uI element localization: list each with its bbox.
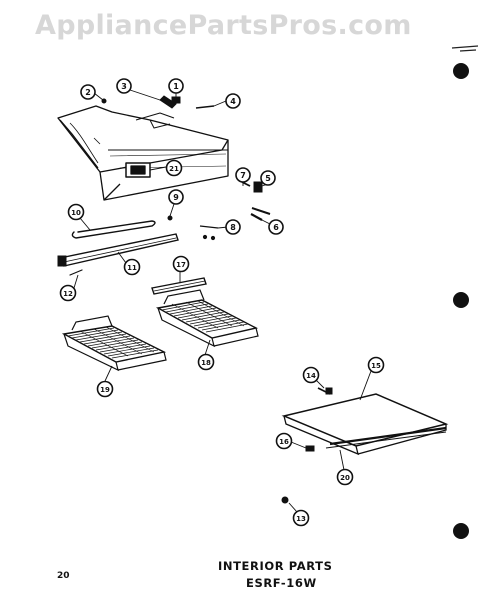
callout-6: 6 xyxy=(268,219,284,235)
callout-2: 2 xyxy=(80,84,96,100)
cover-assembly xyxy=(57,105,229,201)
svg-text:1: 1 xyxy=(173,82,179,91)
page-title: INTERIOR PARTS xyxy=(218,559,333,573)
leader-lines xyxy=(73,89,372,513)
callout-4: 4 xyxy=(225,93,241,109)
fasteners xyxy=(101,95,271,241)
binder-hole-middle xyxy=(453,292,469,308)
svg-text:13: 13 xyxy=(296,515,306,523)
callout-11: 11 xyxy=(123,258,141,276)
callout-15: 15 xyxy=(367,356,385,374)
shelf-19 xyxy=(61,315,167,372)
svg-text:20: 20 xyxy=(340,474,350,482)
svg-text:19: 19 xyxy=(100,386,110,394)
rails xyxy=(57,220,179,276)
svg-text:8: 8 xyxy=(230,223,236,232)
svg-text:2: 2 xyxy=(85,88,91,97)
callout-16: 16 xyxy=(275,432,293,450)
callout-13: 13 xyxy=(292,509,310,527)
callout-8: 8 xyxy=(225,219,241,235)
svg-text:5: 5 xyxy=(265,174,271,183)
scan-mark xyxy=(451,45,479,52)
callout-18: 18 xyxy=(197,353,215,371)
callout-19: 19 xyxy=(96,380,114,398)
callout-3: 3 xyxy=(116,78,132,94)
shelf-18 xyxy=(155,289,259,348)
svg-text:3: 3 xyxy=(121,82,127,91)
svg-text:14: 14 xyxy=(306,372,316,380)
glass-shelf xyxy=(281,387,449,504)
svg-text:9: 9 xyxy=(173,193,179,202)
callout-7: 7 xyxy=(235,167,251,183)
callout-21: 21 xyxy=(165,159,183,177)
svg-text:21: 21 xyxy=(169,165,179,173)
shelf-front-rail xyxy=(151,277,207,295)
callout-14: 14 xyxy=(302,366,320,384)
binder-hole-top xyxy=(453,63,469,79)
callout-5: 5 xyxy=(260,170,276,186)
callout-1: 1 xyxy=(168,78,184,94)
callout-10: 10 xyxy=(67,203,85,221)
svg-text:6: 6 xyxy=(273,223,279,232)
callout-9: 9 xyxy=(168,189,184,205)
svg-text:18: 18 xyxy=(201,359,211,367)
svg-text:10: 10 xyxy=(71,209,81,217)
callout-17: 17 xyxy=(172,255,190,273)
binder-hole-bottom xyxy=(453,523,469,539)
svg-text:15: 15 xyxy=(371,362,381,370)
svg-text:17: 17 xyxy=(176,261,186,269)
callout-12: 12 xyxy=(59,284,77,302)
watermark: AppliancePartsPros.com xyxy=(35,10,412,41)
callouts: 2 3 1 4 21 7 5 9 8 6 10 11 17 12 18 19 1… xyxy=(59,78,385,527)
callout-20: 20 xyxy=(336,468,354,486)
model-number: ESRF-16W xyxy=(246,576,317,590)
svg-text:11: 11 xyxy=(127,264,137,272)
svg-text:16: 16 xyxy=(279,438,289,446)
svg-text:4: 4 xyxy=(230,97,236,106)
svg-text:12: 12 xyxy=(63,290,73,298)
page-number: 20 xyxy=(57,571,70,581)
svg-text:7: 7 xyxy=(240,171,246,180)
